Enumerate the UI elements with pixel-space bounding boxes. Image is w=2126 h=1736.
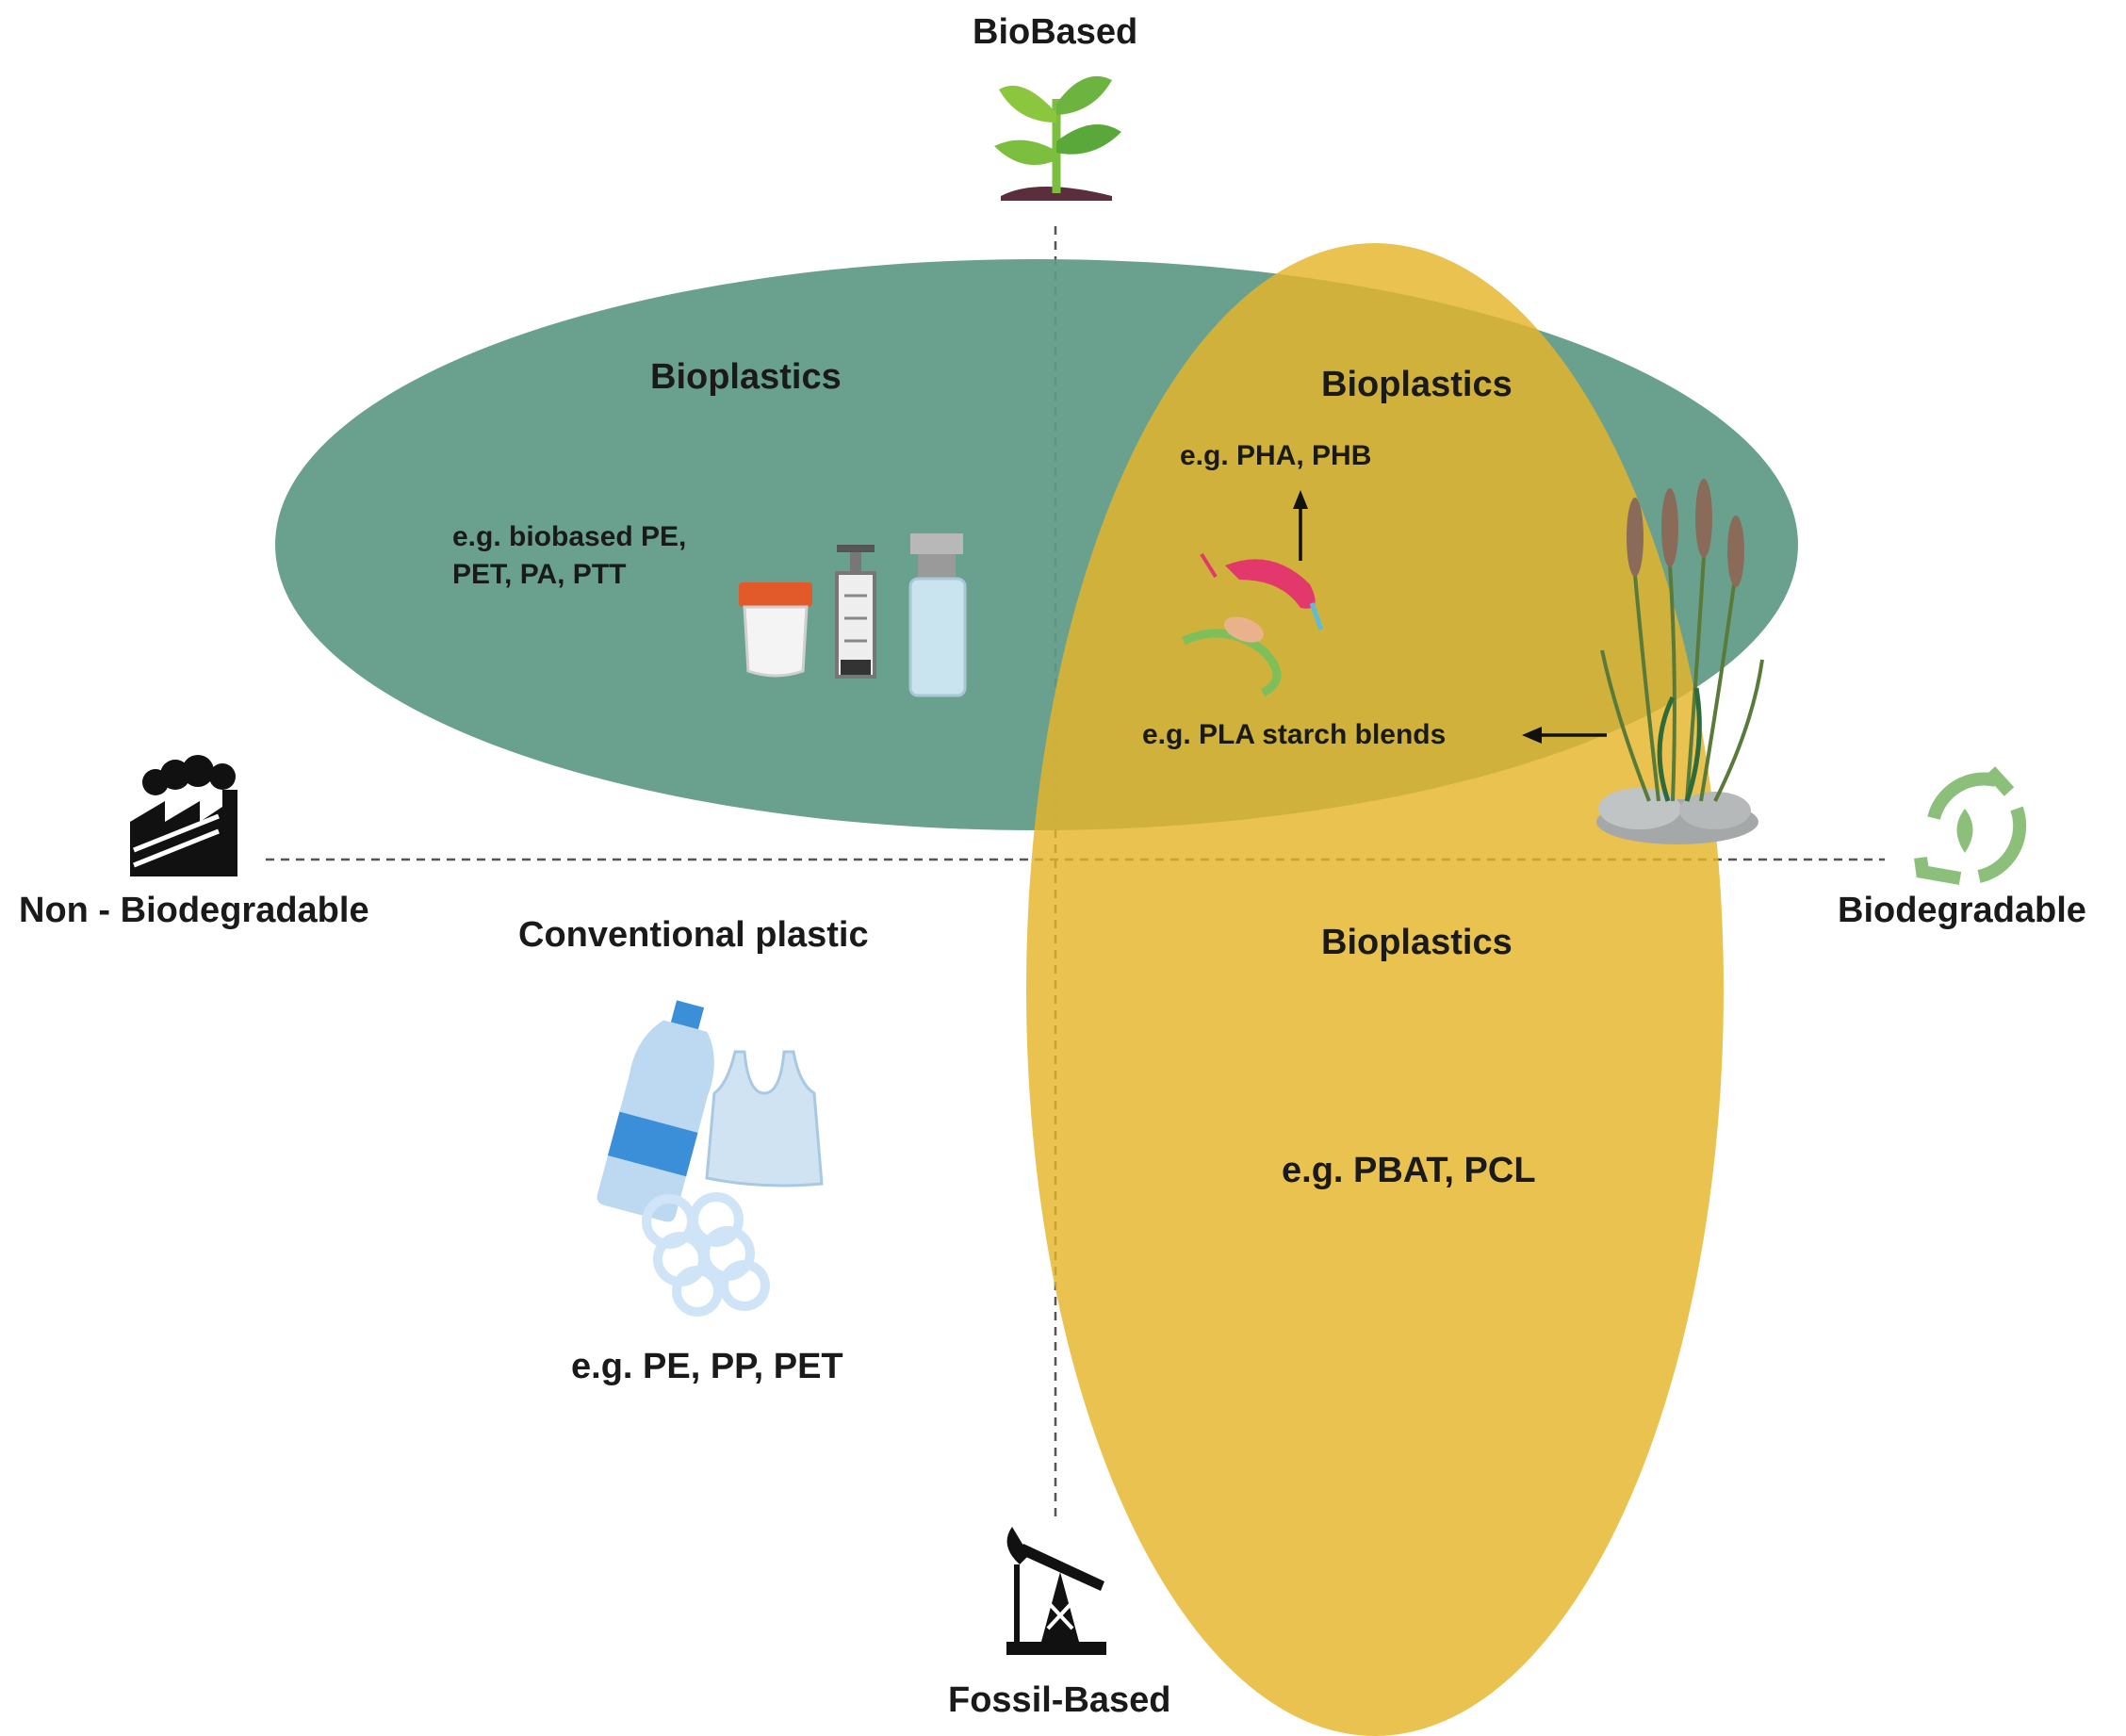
specimen-cup-icon [739, 582, 812, 678]
axis-right-label: Biodegradable [1838, 891, 2086, 930]
factory-icon [130, 755, 237, 876]
axis-bottom-label: Fossil-Based [948, 1680, 1171, 1720]
arrow-left-icon [1522, 727, 1607, 744]
quadrant-fossil-nonbio-title: Conventional plastic [518, 915, 869, 955]
recycle-leaf-icon [1914, 766, 2027, 885]
quadrant-biobased-nonbio-example-2: PET, PA, PTT [452, 559, 627, 590]
recycle-center-leaf [1956, 809, 1973, 853]
quadrant-fossil-bio-example: e.g. PBAT, PCL [1282, 1151, 1536, 1190]
bacteria-icon [1182, 552, 1324, 697]
axis-top-label: BioBased [973, 12, 1138, 52]
plastic-bottle-icon [597, 1000, 714, 1222]
syringe-icon [835, 545, 876, 679]
quadrant-biobased-bio-example-pla: e.g. PLA starch blends [1142, 719, 1447, 750]
vial-icon [908, 533, 967, 697]
quadrant-fossil-bio-title: Bioplastics [1321, 923, 1513, 962]
quadrant-biobased-nonbio-example-1: e.g. biobased PE, [452, 521, 687, 552]
quadrant-biobased-bio-example-pha: e.g. PHA, PHB [1180, 440, 1372, 471]
reed-plant-icon [1596, 479, 1764, 844]
plant-icon [994, 75, 1121, 201]
yellow-biodegradable-ellipse [1026, 243, 1724, 1736]
axis-left-label: Non - Biodegradable [19, 891, 369, 930]
plastic-bag-icon [705, 1050, 824, 1187]
arrow-up-icon [1293, 490, 1308, 561]
quadrant-biobased-nonbio-title: Bioplastics [650, 357, 842, 397]
oil-pump-icon [1006, 1527, 1106, 1655]
quadrant-fossil-nonbio-example: e.g. PE, PP, PET [571, 1347, 843, 1386]
quadrant-biobased-bio-title: Bioplastics [1321, 365, 1513, 404]
six-pack-rings-icon [642, 1192, 770, 1317]
